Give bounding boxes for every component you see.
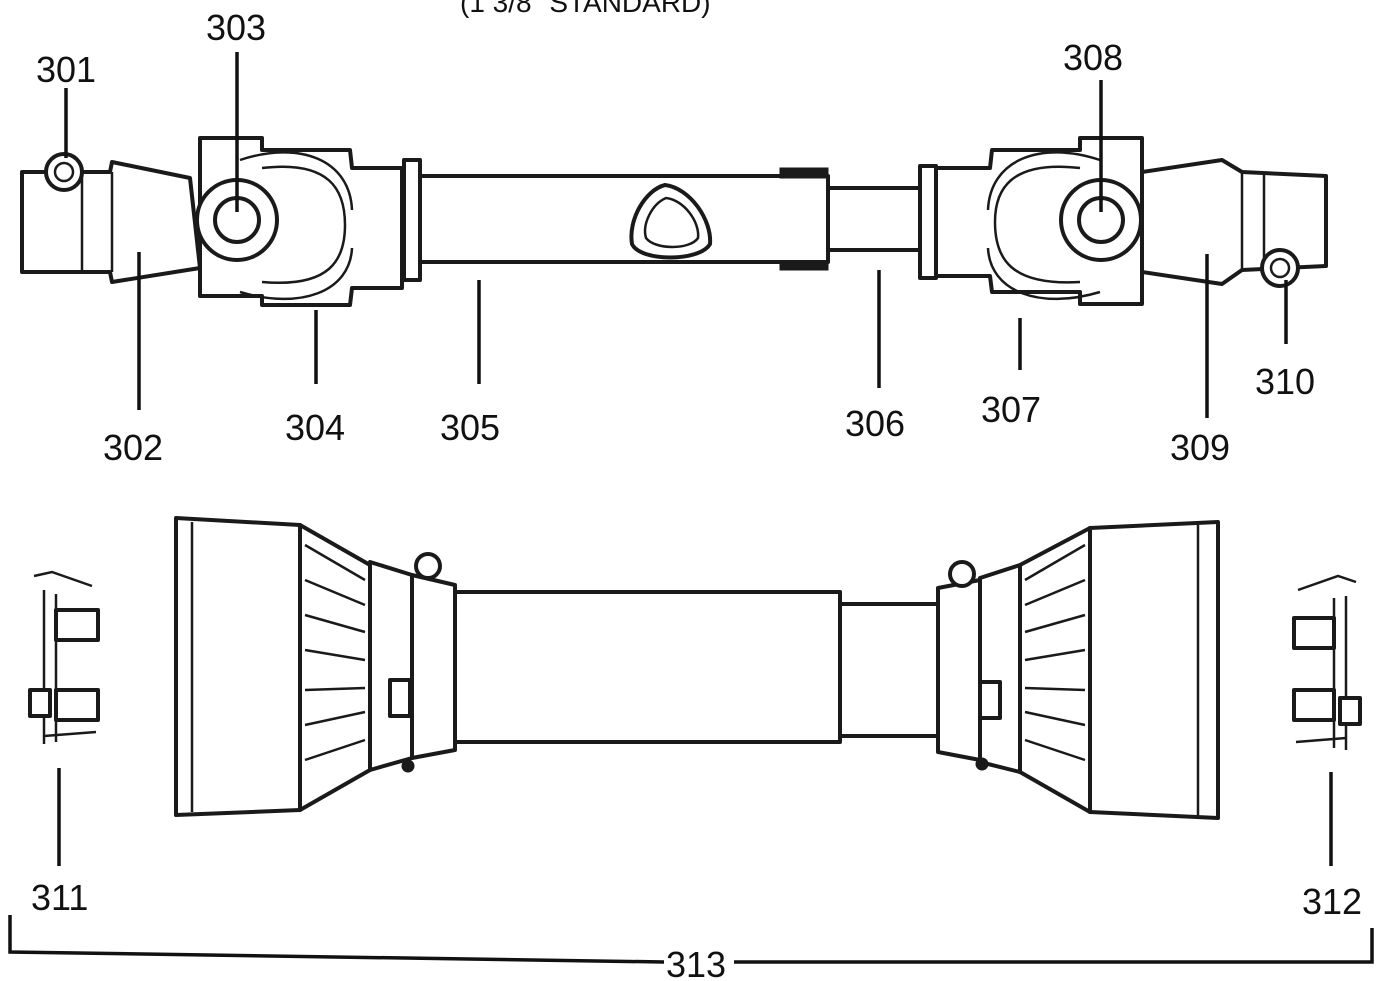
- label-305: 305: [440, 407, 500, 448]
- label-312: 312: [1302, 881, 1362, 922]
- right-bearing-ring: [918, 164, 938, 280]
- label-302: 302: [103, 427, 163, 468]
- safety-guard-assembly: [174, 516, 1220, 820]
- right-guard-cone: [936, 520, 1220, 820]
- label-310: 310: [1255, 361, 1315, 402]
- right-universal-joint: [934, 136, 1144, 306]
- left-universal-joint: [195, 136, 404, 307]
- right-retaining-clip: [1292, 574, 1362, 750]
- left-bearing-ring: [402, 158, 422, 282]
- label-304: 304: [285, 407, 345, 448]
- left-splined-yoke: [20, 152, 202, 284]
- outer-guard-tube: [453, 590, 842, 744]
- driveshaft-assembly: [20, 136, 1328, 307]
- label-311: 311: [31, 877, 88, 918]
- outer-tube: [418, 167, 830, 271]
- label-306: 306: [845, 403, 905, 444]
- inner-tube: [826, 186, 922, 252]
- leader-lines: [8, 52, 1374, 964]
- inner-guard-tube: [838, 602, 940, 738]
- label-308: 308: [1063, 37, 1123, 78]
- part-labels: 301 302 303 304 305 306 307 308 309 310 …: [31, 7, 1362, 981]
- label-301: 301: [36, 49, 96, 90]
- right-splined-yoke: [1140, 158, 1328, 288]
- label-309: 309: [1170, 427, 1230, 468]
- label-303: 303: [206, 7, 266, 48]
- label-313: 313: [666, 944, 726, 981]
- label-307: 307: [981, 389, 1041, 430]
- left-guard-cone: [174, 516, 457, 817]
- diagram-caption: (1 3/8" STANDARD): [460, 0, 711, 18]
- left-retaining-clip: [28, 570, 100, 744]
